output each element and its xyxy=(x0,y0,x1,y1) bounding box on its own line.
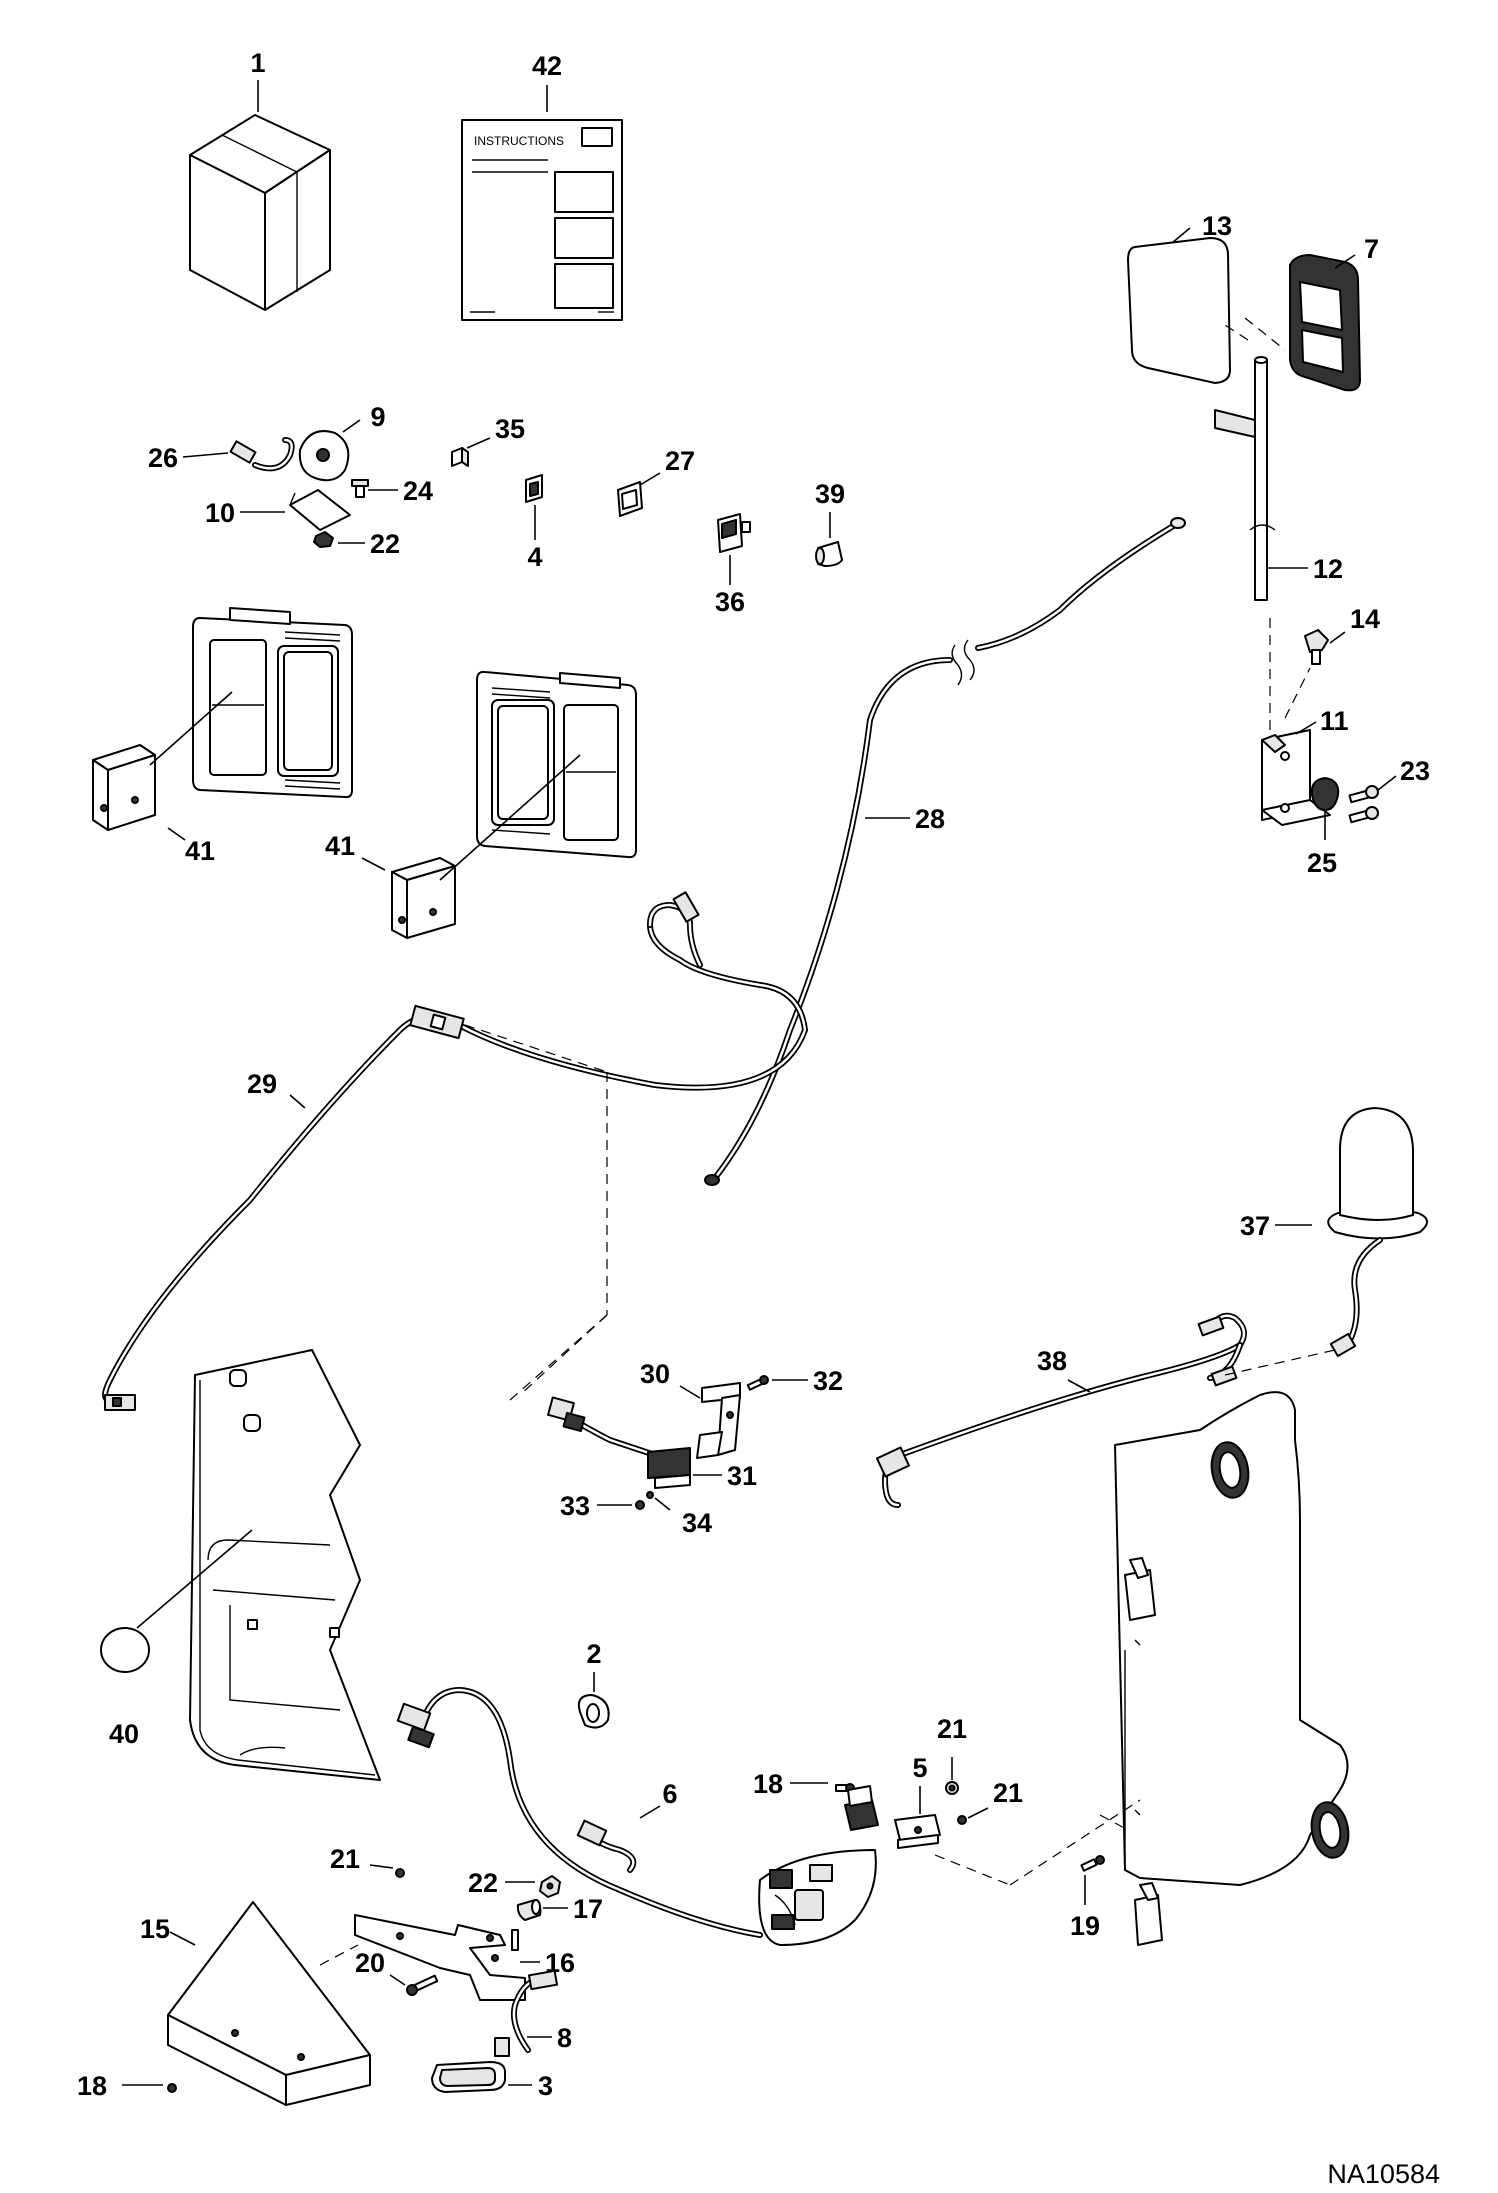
part-beacon-harness xyxy=(875,1312,1247,1508)
callout-14: 14 xyxy=(1350,604,1380,634)
callout-31: 31 xyxy=(727,1461,757,1491)
part-rocker-switch-b xyxy=(717,513,751,553)
callout-30: 30 xyxy=(640,1359,670,1389)
part-dome-lamp xyxy=(298,430,350,482)
callout-18-relay: 18 xyxy=(753,1769,783,1799)
part-work-light-housing xyxy=(1289,254,1361,392)
part-smv-bracket xyxy=(354,1914,526,2001)
part-switch-nuts xyxy=(635,1491,654,1510)
callout-41-right: 41 xyxy=(325,831,355,861)
instructions-sheet-title: INSTRUCTIONS xyxy=(474,134,564,148)
callout-8: 8 xyxy=(557,2023,572,2053)
part-light-bracket xyxy=(1261,729,1331,826)
part-smv-screw xyxy=(167,2083,177,2093)
callout-35: 35 xyxy=(495,414,525,444)
part-cab-harness xyxy=(102,891,808,1411)
part-bracket-screw xyxy=(746,1375,769,1391)
callout-39: 39 xyxy=(815,479,845,509)
callout-21-relay-top: 21 xyxy=(937,1714,967,1744)
part-rubber-bumper xyxy=(1310,777,1340,811)
part-lamp-nut xyxy=(313,531,334,548)
figure-id: NA10584 xyxy=(1327,2159,1440,2189)
callout-1: 1 xyxy=(250,48,265,78)
part-smv-nut xyxy=(395,1868,405,1878)
part-panel-screw xyxy=(1080,1855,1105,1872)
part-rocker-switch-a xyxy=(525,474,543,503)
part-switch-bracket xyxy=(696,1382,741,1459)
callout-41-left: 41 xyxy=(185,836,215,866)
part-adjustment-knob xyxy=(1304,629,1329,665)
callout-32: 32 xyxy=(813,1366,843,1396)
callout-37: 37 xyxy=(1240,1211,1270,1241)
part-switch-cover-right xyxy=(391,857,456,939)
part-connector-pigtail xyxy=(229,437,295,472)
callout-36: 36 xyxy=(715,587,745,617)
callout-22-smv: 22 xyxy=(468,1868,498,1898)
part-lens xyxy=(1127,237,1231,384)
part-switch-panel-left xyxy=(192,607,353,799)
callout-22-top: 22 xyxy=(370,529,400,559)
callout-17: 17 xyxy=(573,1894,603,1924)
part-instructions-sheet xyxy=(461,119,623,321)
callout-16: 16 xyxy=(545,1948,575,1978)
part-lamp-bracket xyxy=(289,489,351,531)
part-switch-panel-right xyxy=(476,670,637,859)
callout-25: 25 xyxy=(1307,848,1337,878)
part-light-post xyxy=(1214,356,1276,601)
callout-3: 3 xyxy=(538,2071,553,2101)
callout-4: 4 xyxy=(527,542,542,572)
callout-19: 19 xyxy=(1070,1911,1100,1941)
part-relay-nuts xyxy=(945,1781,967,1825)
callout-23: 23 xyxy=(1400,756,1430,786)
callout-21-relay-right: 21 xyxy=(993,1778,1023,1808)
callout-33: 33 xyxy=(560,1491,590,1521)
part-left-cab-panel xyxy=(189,1349,381,1781)
part-screws xyxy=(1348,785,1379,824)
callout-40: 40 xyxy=(109,1719,139,1749)
callout-6: 6 xyxy=(662,1779,677,1809)
part-switch-cover-small xyxy=(451,447,469,467)
part-cap xyxy=(815,541,843,567)
callout-10: 10 xyxy=(205,498,235,528)
callout-34: 34 xyxy=(682,1508,712,1538)
callout-20: 20 xyxy=(355,1948,385,1978)
part-right-cab-panel xyxy=(1114,1391,1350,1946)
part-seat-switch xyxy=(547,1396,691,1489)
callout-24: 24 xyxy=(403,476,433,506)
callout-2: 2 xyxy=(586,1639,601,1669)
callout-28: 28 xyxy=(915,804,945,834)
part-smv-nut-b xyxy=(539,1875,561,1898)
callout-29: 29 xyxy=(247,1069,277,1099)
part-lamp-harness xyxy=(494,1969,559,2057)
callout-12: 12 xyxy=(1313,554,1343,584)
part-hole-plug xyxy=(100,1627,150,1673)
part-smv-emblem xyxy=(167,1901,371,2106)
part-box xyxy=(189,114,331,311)
part-switch-cover-left xyxy=(92,744,156,831)
callout-27: 27 xyxy=(665,446,695,476)
part-switch-bezel xyxy=(617,481,643,517)
callout-13: 13 xyxy=(1202,211,1232,241)
part-lamp xyxy=(431,2061,506,2093)
callout-11: 11 xyxy=(1320,706,1349,736)
callout-5: 5 xyxy=(912,1753,927,1783)
callout-42: 42 xyxy=(532,51,562,81)
part-lamp-screw xyxy=(351,479,369,498)
part-spacer xyxy=(516,1899,542,1921)
part-light-harness xyxy=(704,517,1186,1186)
callout-21-smv: 21 xyxy=(330,1844,360,1874)
callout-18-smv: 18 xyxy=(77,2071,107,2101)
callout-15: 15 xyxy=(140,1914,170,1944)
callout-38: 38 xyxy=(1037,1346,1067,1376)
callout-7: 7 xyxy=(1364,234,1379,264)
callout-26: 26 xyxy=(148,443,178,473)
part-grommet xyxy=(577,1694,610,1729)
part-relay xyxy=(844,1785,941,1849)
part-smv-bolt xyxy=(406,1974,439,1996)
part-beacon-light xyxy=(1327,1107,1428,1358)
callout-9: 9 xyxy=(370,402,385,432)
part-relay-harness xyxy=(396,1687,877,1946)
